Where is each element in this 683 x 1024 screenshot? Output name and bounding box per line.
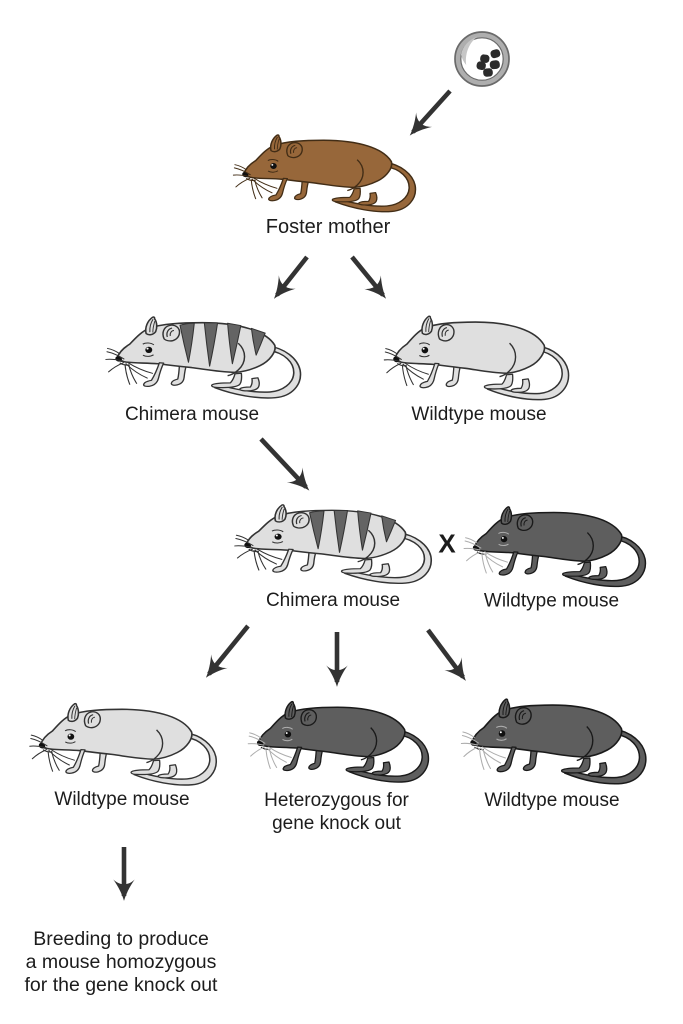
- svg-text:Breeding to produce: Breeding to produce: [33, 928, 209, 950]
- svg-text:for the gene knock out: for the gene knock out: [25, 974, 219, 996]
- svg-text:X: X: [438, 529, 456, 559]
- svg-text:Chimera mouse: Chimera mouse: [125, 404, 259, 425]
- svg-text:Foster mother: Foster mother: [266, 216, 391, 238]
- svg-text:Heterozygous for: Heterozygous for: [264, 790, 409, 811]
- svg-text:gene knock out: gene knock out: [272, 813, 402, 834]
- svg-text:a mouse homozygous: a mouse homozygous: [26, 951, 217, 973]
- svg-text:Chimera mouse: Chimera mouse: [266, 590, 400, 611]
- svg-text:Wildtype mouse: Wildtype mouse: [411, 404, 546, 425]
- svg-text:Wildtype mouse: Wildtype mouse: [484, 591, 619, 612]
- svg-text:Wildtype mouse: Wildtype mouse: [54, 789, 189, 810]
- svg-text:Wildtype mouse: Wildtype mouse: [484, 790, 619, 811]
